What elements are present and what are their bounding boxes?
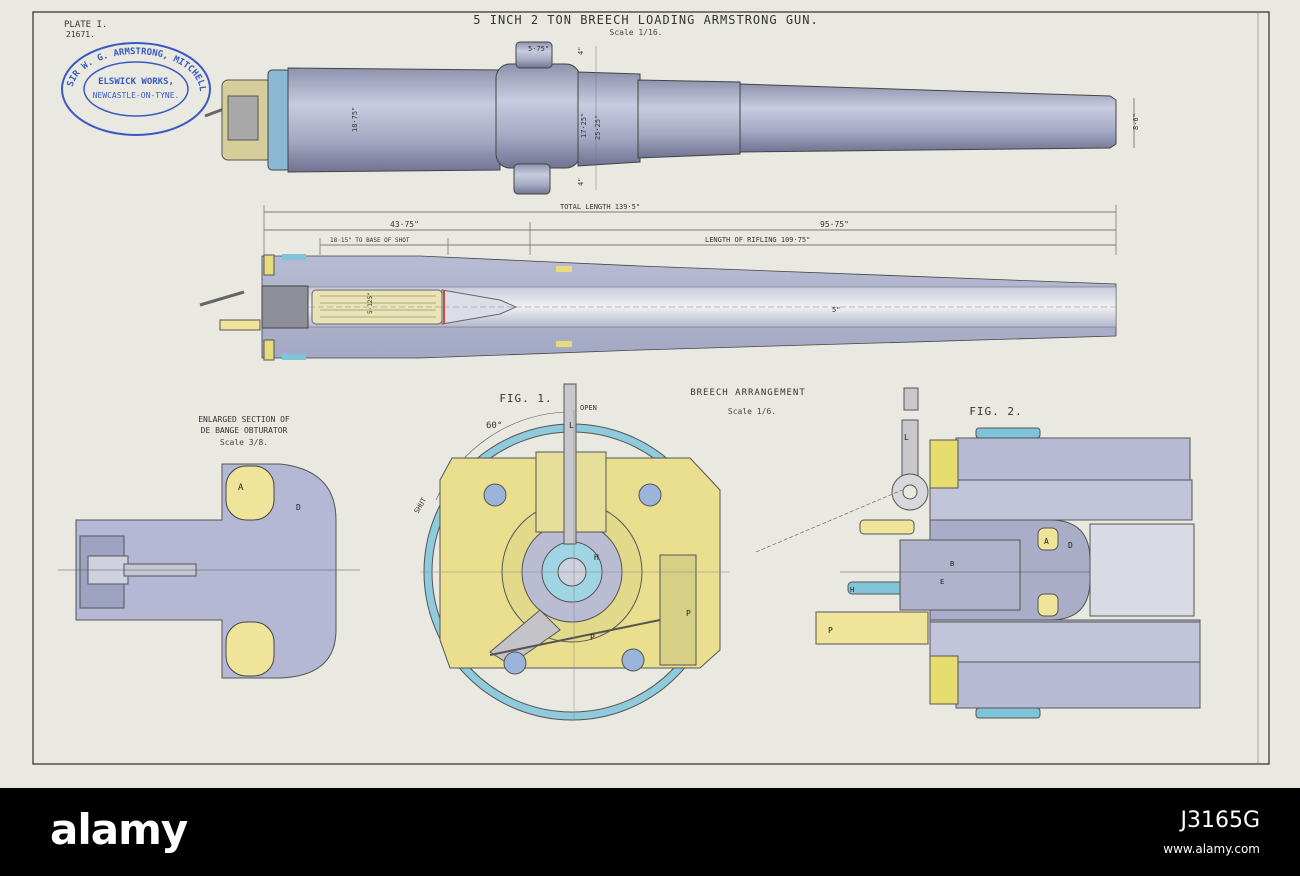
fig2-label-e: E	[940, 578, 944, 586]
obturator-title-2: DE BANGE OBTURATOR	[201, 426, 288, 435]
dim-muzzle: 8·6"	[1132, 113, 1140, 130]
fig2-breech-section: FIG. 2.	[755, 387, 1201, 719]
image-id: J3165G	[1180, 808, 1260, 833]
dim-trunnion-top: 5·75"	[528, 45, 549, 53]
fig2-title: FIG. 2.	[969, 405, 1022, 418]
obturator-section: ENLARGED SECTION OF DE BANGE OBTURATOR S…	[58, 415, 360, 679]
fig1-angle: 60°	[486, 421, 502, 431]
fig2-label-d: D	[1068, 541, 1073, 550]
dim-total-length: TOTAL LENGTH 139·5"	[560, 203, 640, 211]
drawing-canvas: PLATE I. 21671. 5 INCH 2 TON BREECH LOAD…	[0, 0, 1270, 765]
dim-chase-part: 95·75"	[820, 220, 849, 229]
fig2-label-l: L	[904, 433, 909, 442]
brand-logo: alamy	[50, 805, 188, 854]
fig2-label-h: H	[850, 586, 854, 594]
fig1-label-h: H	[594, 553, 599, 562]
gun-section: 5·125" 5"	[199, 254, 1117, 361]
dim-calibre: 5"	[832, 306, 840, 314]
plate-title: 5 INCH 2 TON BREECH LOADING ARMSTRONG GU…	[473, 13, 818, 27]
fig1-title: FIG. 1.	[499, 392, 552, 405]
stamp-line1: ELSWICK WORKS,	[98, 77, 174, 87]
fig1-shut-label: SHUT	[413, 496, 429, 515]
obturator-scale: Scale 3/8.	[220, 438, 268, 447]
obturator-label-d: D	[296, 503, 301, 512]
fig1-label-p1: P	[686, 609, 691, 618]
dim-trunnion-d2: 25·25"	[594, 115, 602, 140]
dim-base-of-shot: 18·15" TO BASE OF SHOT	[330, 237, 410, 244]
dim-trunnion-b: 4"	[577, 178, 585, 186]
watermark-bar	[0, 788, 1300, 876]
fig2-label-p: P	[828, 626, 833, 635]
gun-elevation: 8·6" 5·75" 4" 4" 18·75" 17·25" 25·25"	[204, 41, 1140, 195]
stamp-line2: NEWCASTLE-ON-TYNE.	[93, 91, 180, 100]
breech-scale: Scale 1/6.	[728, 407, 776, 416]
breech-title: BREECH ARRANGEMENT	[690, 388, 806, 398]
dim-breech-part: 43·75"	[390, 220, 419, 229]
paper-sheet: PLATE I. 21671. 5 INCH 2 TON BREECH LOAD…	[0, 0, 1300, 788]
plate-label: PLATE I.	[64, 20, 107, 30]
length-dimensions: TOTAL LENGTH 139·5" 43·75" 95·75" 18·15"…	[263, 203, 1117, 255]
obturator-label-a: A	[238, 483, 244, 493]
dim-rifling: LENGTH OF RIFLING 109·75"	[705, 236, 810, 244]
fig1-label-p2: P	[590, 633, 595, 642]
plate-scale: Scale 1/16.	[610, 28, 663, 37]
plate-border	[32, 11, 1270, 765]
obturator-title-1: ENLARGED SECTION OF	[198, 415, 290, 424]
dim-trunnion-a: 4"	[577, 47, 585, 55]
svg-text:5·125": 5·125"	[367, 292, 374, 314]
dim-body: 18·75"	[351, 107, 359, 132]
plate-number: 21671.	[66, 30, 95, 39]
fig1-breech-face: FIG. 1. OPEN SHUT 60°	[413, 383, 730, 721]
fig2-label-b: B	[950, 560, 954, 568]
brand-url: www.alamy.com	[1163, 842, 1260, 856]
fig2-label-a: A	[1044, 537, 1049, 546]
fig1-label-l: L	[569, 421, 574, 430]
dim-trunnion-d1: 17·25"	[580, 113, 588, 138]
fig1-open-label: OPEN	[580, 404, 597, 412]
